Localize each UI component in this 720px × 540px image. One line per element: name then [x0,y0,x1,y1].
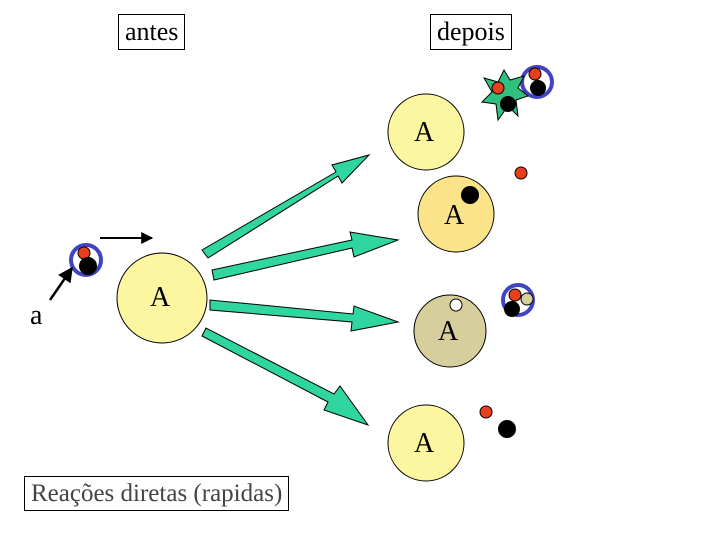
label-antes: antes [118,14,186,50]
cluster-neutron [504,301,520,317]
excited-deuteron [480,68,530,122]
outgoing-cluster-transfer [501,283,535,317]
outgoing-deuteron-elastic [520,65,554,99]
projectile-deuteron [69,243,103,277]
target-label: A [150,282,171,313]
cluster-proton [508,288,522,302]
cluster-extra-nucleon [520,292,534,306]
nucleus-elastic-label: A [414,117,435,148]
arrow-inelastic [211,231,400,281]
arrow-breakup [201,327,370,426]
projectile-neutron [79,257,97,275]
nucleus-transfer-label: A [438,316,459,347]
caption-box: Reações diretas (rapidas) [24,476,290,511]
vacancy-hole [449,298,463,312]
excited-neutron [500,96,516,112]
deuteron-halo [520,65,554,99]
projectile-pointer-arrow [48,266,74,301]
excited-proton [491,81,505,95]
arrow-transfer [209,299,400,332]
target-nucleus [116,252,208,344]
projectile-label: a [30,300,43,331]
nucleus-breakup [387,404,465,482]
nucleus-inelastic-label: A [444,200,465,231]
deuteron-neutron [530,80,546,96]
excitation-star-icon [480,68,530,122]
nucleus-transfer [413,294,487,368]
arrow-elastic [201,154,371,259]
deuteron-proton [528,67,542,81]
emitted-proton [514,166,528,180]
projectile-halo [69,243,103,277]
breakup-neutron [498,420,516,438]
nucleus-breakup-label: A [414,428,435,459]
captured-neutron [461,186,479,204]
label-depois: depois [430,14,512,50]
breakup-proton [479,405,493,419]
nucleus-elastic [387,93,465,171]
